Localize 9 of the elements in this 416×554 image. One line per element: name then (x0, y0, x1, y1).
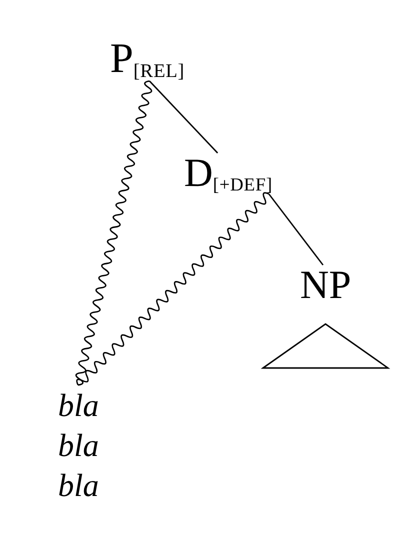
wavy-line (76, 192, 270, 386)
branch-line (149, 80, 218, 154)
category-label: P$_{[REL]}$ (110, 38, 185, 82)
category-label: NP (300, 265, 352, 305)
leaf-text: bla bla bla (58, 385, 108, 505)
category-label: D$_{[+DEF]}$ (184, 153, 272, 194)
wavy-line (76, 80, 152, 386)
branch-line (268, 194, 324, 266)
triangle-outline (262, 323, 389, 369)
